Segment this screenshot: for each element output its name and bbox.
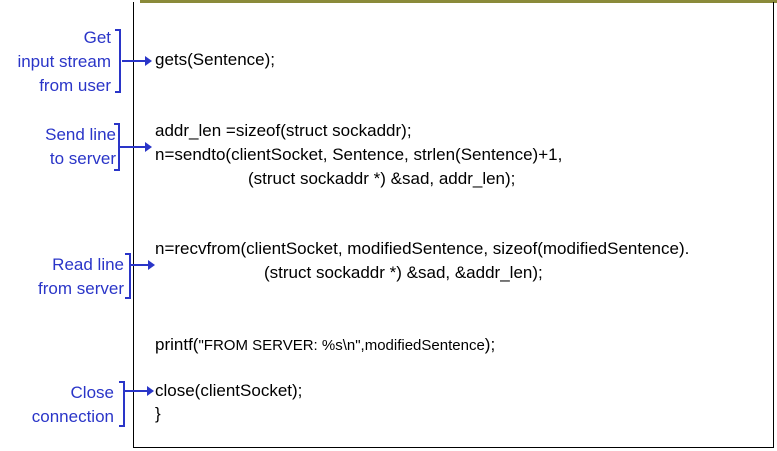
code-printf: printf("FROM SERVER: %s\n",modifiedSente… xyxy=(155,333,495,358)
label-line: Read line xyxy=(52,255,124,274)
code-sendto-line1: n=sendto(clientSocket, Sentence, strlen(… xyxy=(155,145,563,164)
label-get-input: Get input stream from user xyxy=(0,26,111,98)
code-addr-len: addr_len =sizeof(struct sockaddr); xyxy=(155,121,412,140)
label-line: input stream xyxy=(17,52,111,71)
arrow-send xyxy=(120,142,152,152)
label-line: Close xyxy=(70,383,114,402)
arrow-get xyxy=(122,56,152,66)
printf-call: printf( xyxy=(155,335,199,354)
arrow-close xyxy=(125,386,154,396)
bracket-get xyxy=(115,29,121,93)
bracket-close xyxy=(119,381,125,427)
code-closing-brace: } xyxy=(155,404,161,423)
label-line: from user xyxy=(39,76,111,95)
bracket-send xyxy=(114,123,120,171)
code-recvfrom-line2: (struct sockaddr *) &sad, &addr_len); xyxy=(264,263,543,282)
top-border xyxy=(140,0,777,3)
label-line: connection xyxy=(31,407,114,426)
code-frame xyxy=(133,2,774,448)
label-line: to server xyxy=(49,149,116,168)
label-line: from server xyxy=(38,279,124,298)
printf-close: ); xyxy=(484,335,496,354)
label-line: Get xyxy=(83,28,111,47)
code-recvfrom-line1: n=recvfrom(clientSocket, modifiedSentenc… xyxy=(155,239,690,258)
arrow-read xyxy=(131,260,155,270)
printf-args: "FROM SERVER: %s\n",modifiedSentence xyxy=(198,337,485,354)
label-close-connection: Close connection xyxy=(0,381,114,429)
code-gets: gets(Sentence); xyxy=(155,50,276,69)
bracket-read xyxy=(125,253,131,299)
label-read-line: Read line from server xyxy=(0,253,124,301)
label-send-line: Send line to server xyxy=(0,123,116,171)
label-line: Send line xyxy=(45,125,116,144)
code-sendto-line2: (struct sockaddr *) &sad, addr_len); xyxy=(248,169,516,188)
code-close: close(clientSocket); xyxy=(155,381,303,400)
